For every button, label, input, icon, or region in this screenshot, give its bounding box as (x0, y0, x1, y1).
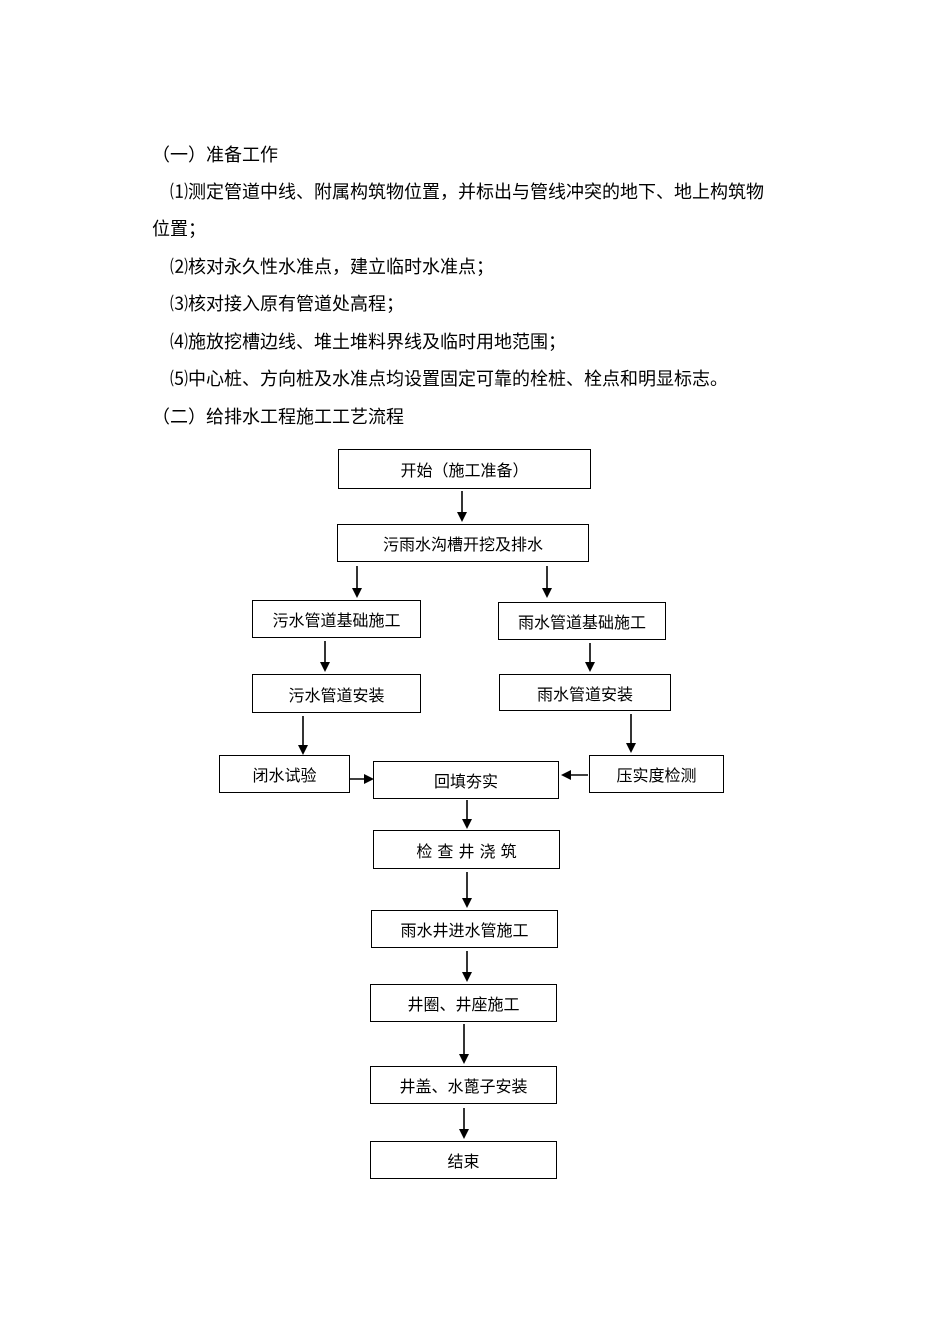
section2-heading: （二）给排水工程施工工艺流程 (152, 407, 404, 428)
flow-well-ring-box: 井圈、井座施工 (370, 984, 557, 1022)
flow-well-cover-box: 井盖、水蓖子安装 (370, 1066, 557, 1104)
flow-sewage-install-box: 污水管道安装 (252, 674, 421, 713)
prep-item-5: ⑸中心桩、方向桩及水准点均设置固定可靠的栓桩、栓点和明显标志。 (170, 369, 728, 390)
flow-inspection-well-box: 检 查 井 浇 筑 (373, 830, 560, 869)
flow-backfill-box: 回填夯实 (373, 761, 559, 799)
prep-item-4: ⑷施放挖槽边线、堆土堆料界线及临时用地范围； (170, 332, 566, 353)
prep-item-1: ⑴测定管道中线、附属构筑物位置，并标出与管线冲突的地下、地上构筑物 (170, 182, 764, 203)
section1-heading: （一）准备工作 (152, 145, 278, 166)
flow-closed-water-test-box: 闭水试验 (219, 755, 350, 793)
flow-sewage-foundation-box: 污水管道基础施工 (252, 600, 421, 638)
flow-rain-foundation-box: 雨水管道基础施工 (498, 602, 666, 640)
flow-end-box: 结束 (370, 1141, 557, 1179)
flow-start-box: 开始（施工准备） (338, 449, 591, 489)
prep-item-1-cont: 位置； (152, 219, 206, 240)
flow-compaction-test-box: 压实度检测 (589, 755, 724, 793)
flow-inlet-pipe-box: 雨水井进水管施工 (371, 910, 558, 948)
flow-rain-install-box: 雨水管道安装 (499, 674, 671, 711)
flow-excavation-box: 污雨水沟槽开挖及排水 (337, 524, 589, 562)
prep-item-2: ⑵核对永久性水准点，建立临时水准点； (170, 257, 494, 278)
prep-item-3: ⑶核对接入原有管道处高程； (170, 294, 404, 315)
